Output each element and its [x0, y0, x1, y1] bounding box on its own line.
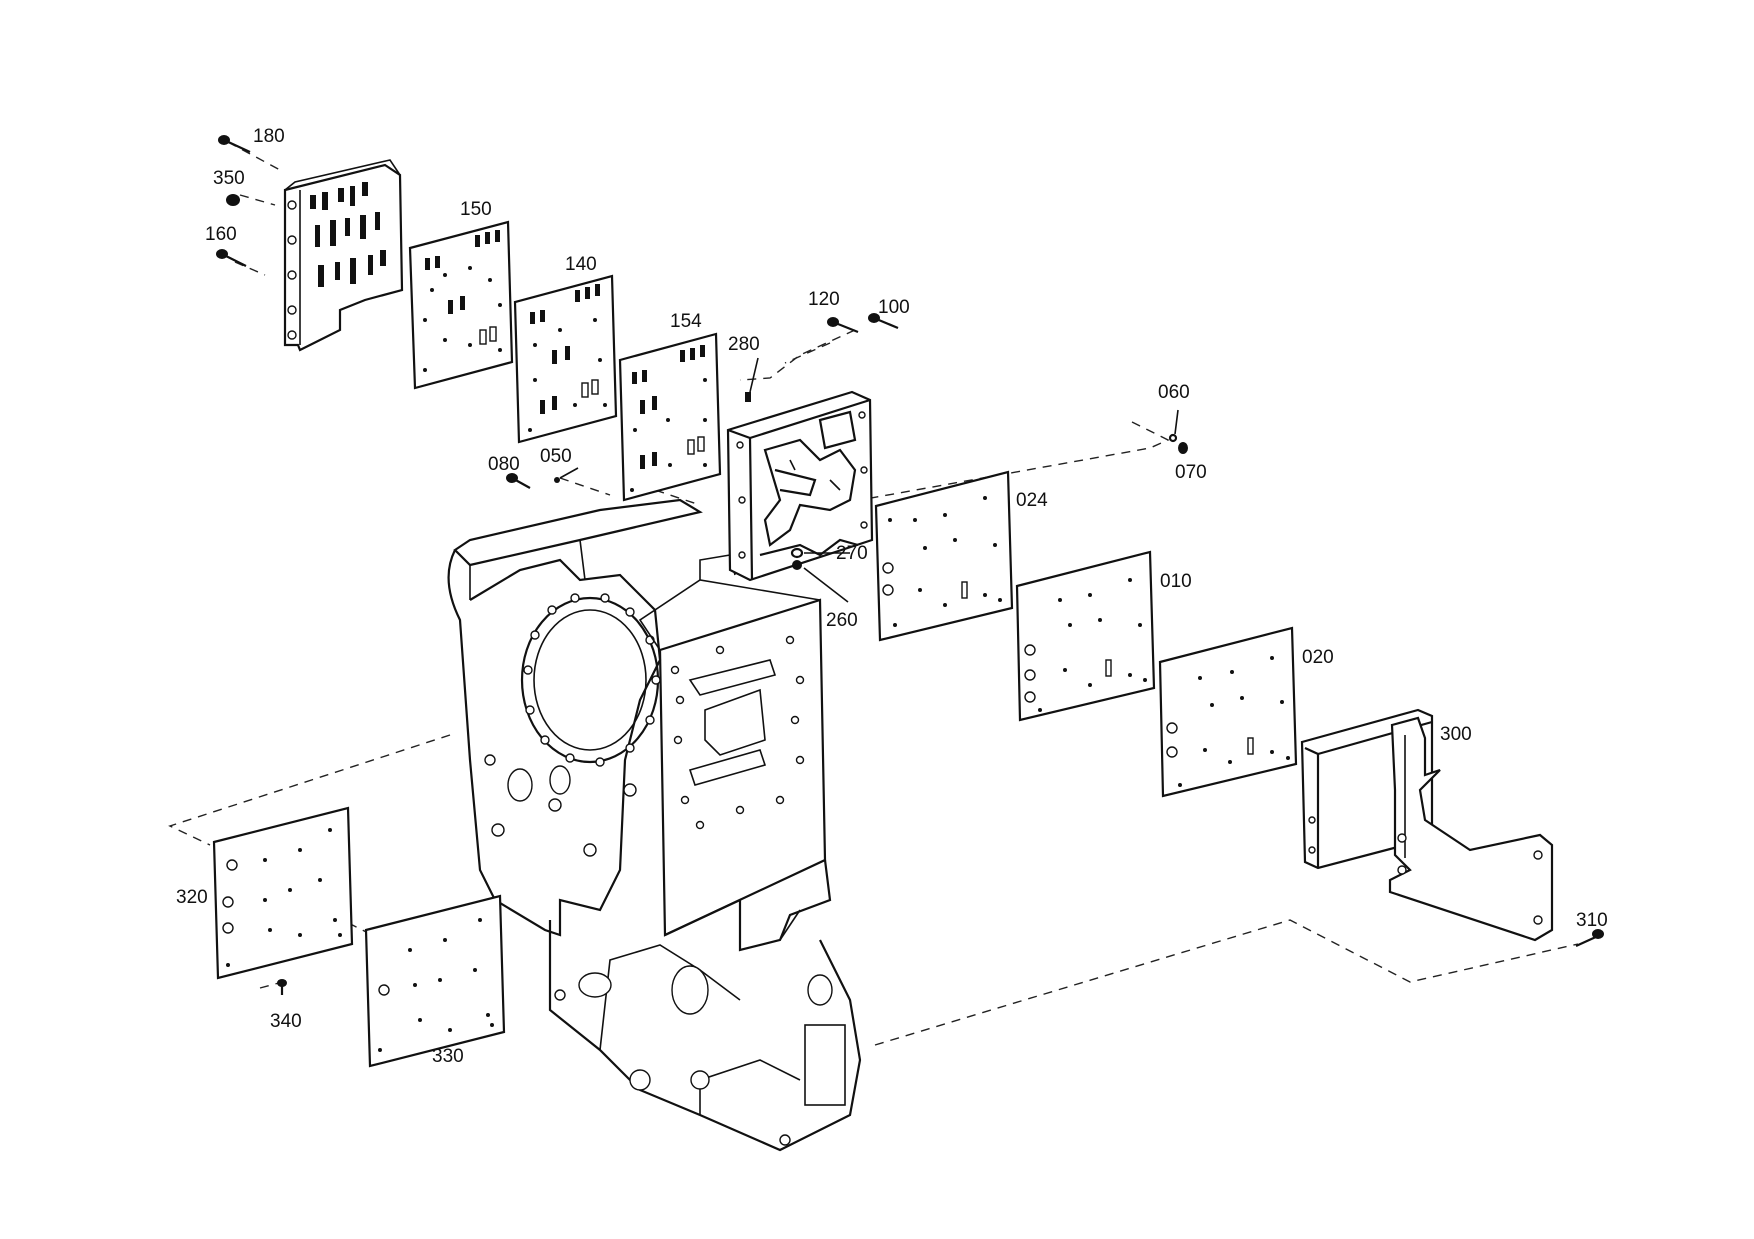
callout-350: 350	[213, 168, 245, 189]
callout-070: 070	[1175, 462, 1207, 483]
plate-320	[212, 806, 354, 980]
callout-340: 340	[270, 1011, 302, 1032]
valve-body-upper	[283, 159, 404, 352]
callout-154: 154	[670, 311, 702, 332]
callout-050: 050	[540, 446, 572, 467]
callout-010: 010	[1160, 571, 1192, 592]
callout-100: 100	[878, 297, 910, 318]
callout-320: 320	[176, 887, 208, 908]
ball-050	[554, 477, 560, 483]
plug-070	[1178, 442, 1188, 454]
ball-060	[1168, 433, 1178, 443]
leader-lines	[559, 357, 1179, 603]
pin-280	[745, 392, 751, 402]
callout-labels: 180 350 160 150 140 154 120 100 280 060 …	[176, 126, 1608, 1067]
valve-face-holes	[670, 635, 805, 830]
oring-270	[790, 547, 804, 559]
bolt-120	[827, 317, 859, 334]
screw-340	[277, 979, 287, 995]
transmission-housing	[447, 498, 862, 1152]
callout-270: 270	[836, 543, 868, 564]
callout-330: 330	[432, 1046, 464, 1067]
callout-160: 160	[205, 224, 237, 245]
callout-280: 280	[728, 334, 760, 355]
plate-010	[1015, 550, 1156, 722]
nut-350	[226, 194, 240, 206]
bolt-080	[506, 473, 531, 489]
callout-310: 310	[1576, 910, 1608, 931]
callout-140: 140	[565, 254, 597, 275]
bolt-100	[868, 313, 899, 330]
bolt-310	[1575, 929, 1604, 948]
bolt-180	[218, 135, 251, 153]
callout-300: 300	[1440, 724, 1472, 745]
callout-180: 180	[253, 126, 285, 147]
plug-260	[792, 560, 802, 570]
plate-150	[408, 220, 514, 390]
callout-120: 120	[808, 289, 840, 310]
bracket-300	[1300, 708, 1554, 942]
callout-020: 020	[1302, 647, 1334, 668]
bolt-160	[216, 249, 247, 267]
callout-080: 080	[488, 454, 520, 475]
plate-140	[513, 274, 618, 444]
plate-020	[1158, 626, 1298, 798]
bell-bolt-holes	[523, 593, 661, 767]
callout-150: 150	[460, 199, 492, 220]
callout-024: 024	[1016, 490, 1048, 511]
valve-body-ports	[310, 182, 386, 287]
plate-154	[618, 332, 722, 502]
plate-024	[874, 470, 1014, 642]
plate-330	[364, 894, 506, 1068]
valve-channel-plate	[726, 390, 874, 582]
callout-060: 060	[1158, 382, 1190, 403]
callout-260: 260	[826, 610, 858, 631]
